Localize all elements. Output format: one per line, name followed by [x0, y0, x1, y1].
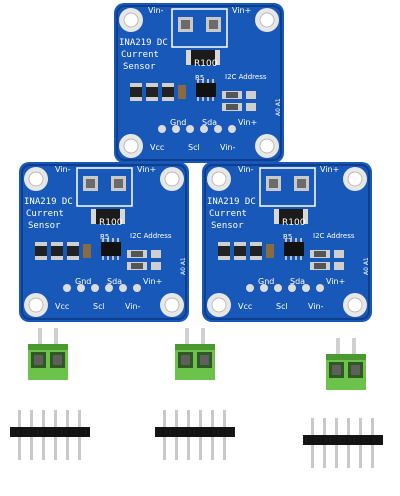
- a0a1-label: A0 A1: [275, 98, 282, 116]
- resistor-label: R100: [194, 59, 218, 69]
- board-title-line1: INA219 DC: [24, 197, 73, 207]
- board-title-line2: Current: [121, 50, 159, 60]
- label-vin-minus: Vin-: [148, 6, 164, 15]
- board-title-line3: Sensor: [123, 62, 156, 72]
- pin-header-2: [155, 410, 235, 460]
- terminal-block-2: [175, 328, 215, 380]
- pin-vin-minus: Vin-: [125, 302, 141, 311]
- label-vin-minus: Vin-: [238, 165, 254, 174]
- a0a1-label: A0 A1: [363, 257, 370, 275]
- label-vin-minus: Vin-: [55, 165, 71, 174]
- board-title-line3: Sensor: [28, 221, 61, 231]
- label-vin-plus: Vin+: [320, 165, 339, 174]
- pin-vin-plus: Vin+: [143, 277, 162, 286]
- pin-scl: Scl: [188, 143, 200, 152]
- a0a1-label: A0 A1: [180, 257, 187, 275]
- r5-label: R5: [100, 233, 109, 241]
- board-title-line2: Current: [26, 209, 64, 219]
- pin-vin-plus: Vin+: [238, 118, 257, 127]
- pin-gnd: Gnd: [75, 277, 91, 286]
- pin-vin-plus: Vin+: [326, 277, 345, 286]
- r5-label: R5: [195, 74, 204, 82]
- terminal-block-3: [326, 338, 366, 390]
- pin-vin-minus: Vin-: [220, 143, 236, 152]
- ina219-board-left: Vin- Vin+ INA219 DC Current Sensor R100 …: [18, 161, 190, 323]
- pin-vin-minus: Vin-: [308, 302, 324, 311]
- pin-scl: Scl: [276, 302, 288, 311]
- pin-vcc: Vcc: [150, 143, 164, 152]
- label-vin-plus: Vin+: [137, 165, 156, 174]
- pin-vcc: Vcc: [55, 302, 69, 311]
- terminal-block-1: [28, 328, 68, 380]
- r5-label: R5: [283, 233, 292, 241]
- board-title-line3: Sensor: [211, 221, 244, 231]
- pin-gnd: Gnd: [258, 277, 274, 286]
- pin-vcc: Vcc: [238, 302, 252, 311]
- board-title-line1: INA219 DC: [207, 197, 256, 207]
- ina219-board-top: Vin- Vin+ INA219 DC Current Sensor R100 …: [113, 2, 285, 164]
- pin-header-1: [10, 410, 90, 460]
- pin-sda: Sda: [290, 277, 305, 286]
- i2c-label: I2C Address: [225, 73, 267, 81]
- pin-scl: Scl: [93, 302, 105, 311]
- i2c-label: I2C Address: [130, 232, 172, 240]
- pin-sda: Sda: [107, 277, 122, 286]
- resistor-label: R100: [99, 218, 123, 228]
- pin-sda: Sda: [202, 118, 217, 127]
- i2c-label: I2C Address: [313, 232, 355, 240]
- resistor-label: R100: [282, 218, 306, 228]
- ina219-board-right: Vin- Vin+ INA219 DC Current Sensor R100 …: [201, 161, 373, 323]
- label-vin-plus: Vin+: [232, 6, 251, 15]
- board-title-line2: Current: [209, 209, 247, 219]
- pin-gnd: Gnd: [170, 118, 186, 127]
- board-title-line1: INA219 DC: [119, 38, 168, 48]
- pin-header-3: [303, 418, 383, 468]
